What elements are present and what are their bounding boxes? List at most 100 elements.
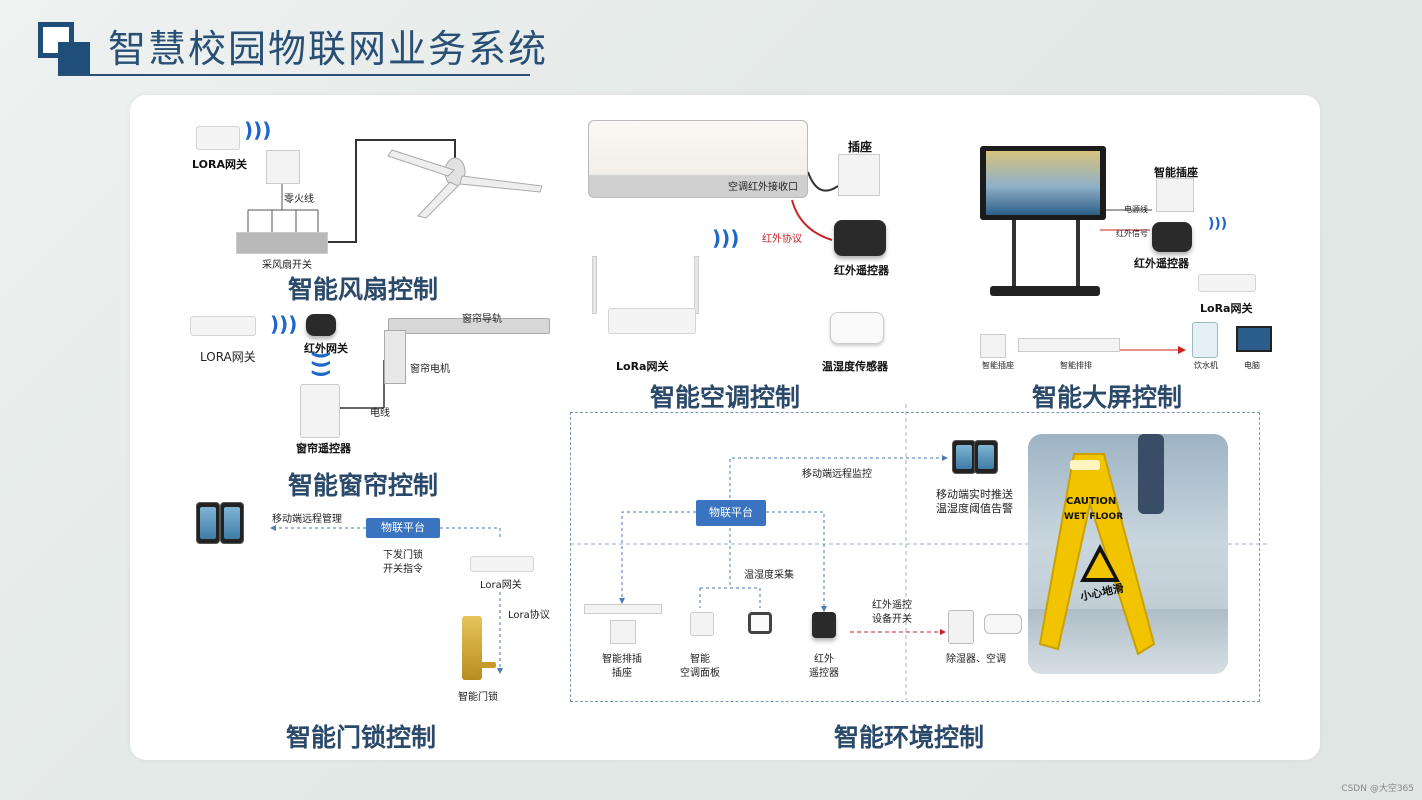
- sign-text-caution: CAUTION: [1066, 496, 1117, 507]
- env-control-line2: 设备开关: [872, 614, 912, 625]
- env-ir-remote-icon: [812, 612, 836, 638]
- door-command-line1: 下发门锁: [383, 550, 423, 561]
- door-gateway-label: Lora网关: [480, 580, 522, 591]
- ac-protocol-label: 红外协议: [762, 234, 802, 245]
- ac-wifi-icon: ))): [712, 226, 740, 250]
- ac-socket-label: 插座: [848, 140, 873, 154]
- temperature-sensor-icon: [830, 312, 884, 344]
- dehumidifier-icon: [948, 610, 974, 644]
- door-protocol-label: Lora协议: [508, 610, 550, 621]
- ac-socket-icon: [838, 154, 880, 196]
- env-phone-icon-1: [952, 440, 976, 474]
- env-power-strip-icon: [584, 604, 662, 614]
- warning-sign-icon: [1038, 453, 1156, 656]
- env-monitor-label: 移动端远程监控: [802, 469, 872, 480]
- screen-socket-icon: [1156, 178, 1194, 212]
- ac-ir-remote-label: 红外遥控器: [834, 264, 889, 277]
- door-platform-box: 物联平台: [366, 518, 440, 538]
- curtain-signal-icon: ))): [309, 350, 334, 378]
- curtain-remote-icon: [300, 384, 340, 438]
- logo-outer-square: [38, 22, 74, 58]
- env-dashed-frame: [570, 412, 1260, 702]
- curtain-track-icon: [388, 318, 550, 334]
- door-lock-handle: [478, 662, 496, 668]
- logo-inner-square: [58, 42, 90, 74]
- fan-wall-switch-icon: [266, 150, 300, 184]
- env-push-line1: 移动端实时推送: [936, 488, 1013, 501]
- sign-text-wet-floor: WET FLOOR: [1064, 512, 1124, 522]
- fan-section-title: 智能风扇控制: [288, 275, 439, 304]
- env-socket-icon: [610, 620, 636, 644]
- curtain-motor-icon: [384, 330, 406, 384]
- screen-power-line-label: 电源线: [1124, 205, 1148, 214]
- curtain-gateway-router-icon: [190, 316, 256, 336]
- door-mobile-label: 移动端远程管理: [272, 514, 342, 525]
- ac-ir-remote-icon: [834, 220, 886, 256]
- screen-dispenser-label: 饮水机: [1194, 361, 1218, 370]
- ac-gateway-label: LoRa网关: [616, 360, 669, 373]
- curtain-ir-label: 红外网关: [304, 342, 348, 355]
- title-underline: [58, 74, 530, 76]
- screen-stand-right: [1076, 220, 1080, 288]
- computer-icon: [1236, 326, 1272, 352]
- screen-stand-base: [990, 286, 1100, 296]
- ac-gateway-router-icon: [608, 308, 696, 334]
- fan-switch-label: 采风扇开关: [262, 260, 312, 271]
- air-conditioner-icon: [588, 120, 808, 198]
- curtain-wifi-icon: ))): [270, 312, 298, 336]
- env-section-title: 智能环境控制: [834, 723, 985, 752]
- fan-wire-label: 零火线: [284, 194, 314, 205]
- screen-small-socket-icon: [980, 334, 1006, 358]
- person-legs: [1138, 434, 1164, 514]
- water-dispenser-icon: [1192, 322, 1218, 358]
- screen-wifi-icon: ))): [1208, 216, 1228, 232]
- door-command-line2: 开关指令: [383, 564, 423, 575]
- watermark: CSDN @大空365: [1341, 784, 1414, 794]
- curtain-track-label: 窗帘导轨: [462, 314, 502, 325]
- screen-section-title: 智能大屏控制: [1032, 383, 1183, 412]
- env-panel-line1: 智能: [690, 654, 710, 665]
- fan-wifi-icon: ))): [244, 118, 272, 142]
- env-panel-line2: 空调面板: [680, 668, 720, 679]
- curtain-gateway-label: LORA网关: [200, 350, 256, 364]
- ac-router-antenna-left: [592, 256, 597, 314]
- door-lock-icon: [462, 616, 482, 680]
- curtain-remote-label: 窗帘遥控器: [296, 442, 351, 455]
- screen-gateway-label: LoRa网关: [1200, 302, 1253, 315]
- curtain-section-title: 智能窗帘控制: [288, 471, 439, 500]
- door-phone-icon-2: [220, 502, 244, 544]
- wet-floor-photo: CAUTION WET FLOOR 小心地滑: [1028, 434, 1228, 674]
- door-phone-icon-1: [196, 502, 220, 544]
- ac-router-antenna-right: [694, 256, 699, 314]
- screen-computer-label: 电脑: [1244, 361, 1260, 370]
- env-ac-panel-icon: [690, 612, 714, 636]
- fan-gateway-label: LORA网关: [192, 158, 247, 171]
- door-gateway-router-icon: [470, 556, 534, 572]
- env-collect-label: 温湿度采集: [744, 570, 794, 581]
- env-ir-line1: 红外: [814, 654, 834, 665]
- screen-strip-label: 智能排排: [1060, 361, 1092, 370]
- curtain-power-label: 电线: [370, 408, 390, 419]
- fan-switch-bank-icon: [236, 232, 328, 254]
- curtain-motor-label: 窗帘电机: [410, 364, 450, 375]
- env-ir-line2: 遥控器: [809, 668, 839, 679]
- env-strip-line1: 智能排插: [602, 654, 642, 665]
- screen-ir-signal-label: 红外信号: [1116, 229, 1148, 238]
- door-lock-label: 智能门锁: [458, 692, 498, 703]
- fan-gateway-router-icon: [196, 126, 240, 150]
- env-platform-box: 物联平台: [696, 500, 766, 526]
- env-ac-icon: [984, 614, 1022, 634]
- ac-section-title: 智能空调控制: [650, 383, 801, 412]
- smart-screen-display: [986, 151, 1100, 215]
- curtain-ir-gateway-icon: [306, 314, 336, 336]
- env-strip-line2: 插座: [612, 668, 632, 679]
- screen-smart-socket-label: 智能插座: [982, 361, 1014, 370]
- env-devices-label: 除湿器、空调: [946, 654, 1006, 665]
- env-control-line1: 红外遥控: [872, 600, 912, 611]
- screen-ir-remote-icon: [1152, 222, 1192, 252]
- screen-socket-label: 智能插座: [1154, 166, 1198, 179]
- screen-stand-left: [1012, 220, 1016, 288]
- ac-sensor-label: 温湿度传感器: [822, 360, 888, 373]
- screen-ir-remote-label: 红外遥控器: [1134, 257, 1189, 270]
